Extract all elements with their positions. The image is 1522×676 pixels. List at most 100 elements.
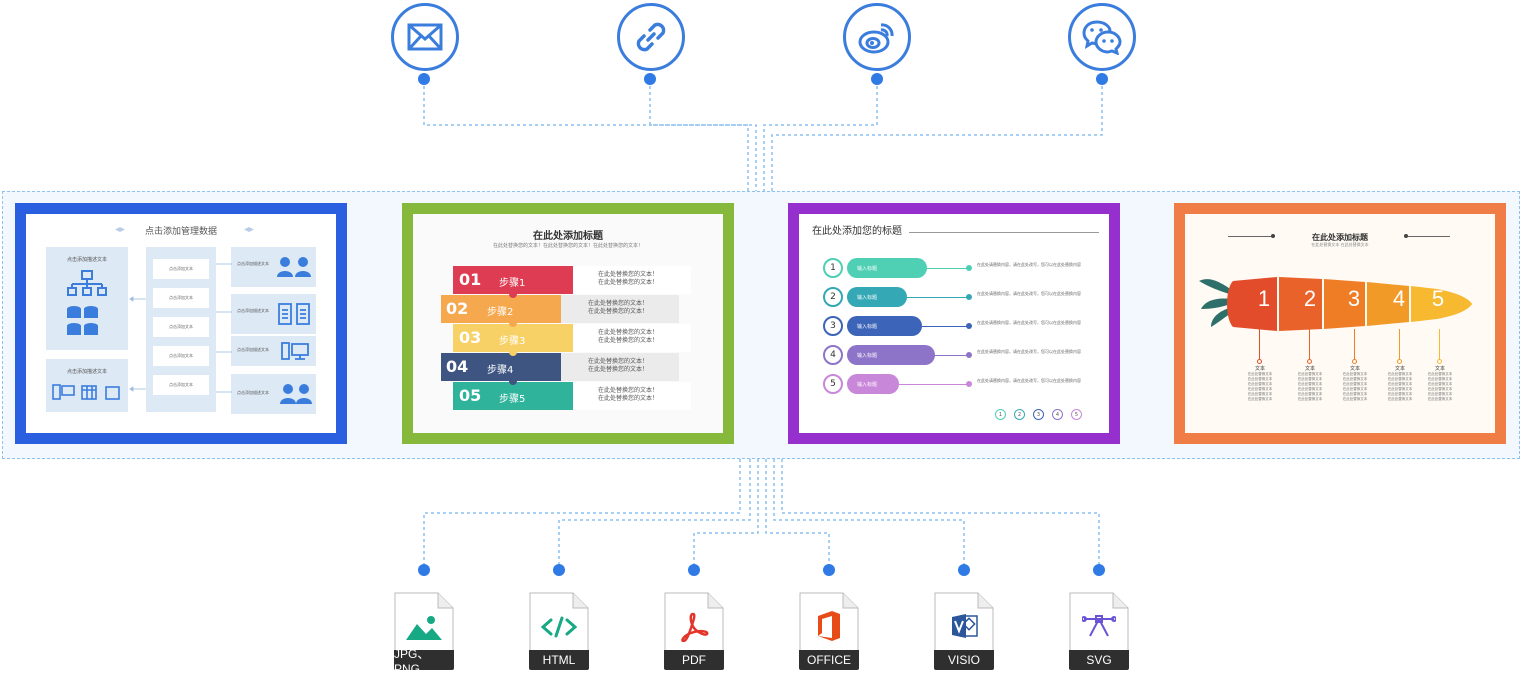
page-dot[interactable]: 1: [995, 409, 1006, 420]
step-number: 02: [446, 299, 469, 318]
text-column: 文本 在此处替换文本在此处替换文本在此处替换文本在此处替换文本在此处替换文本在此…: [1295, 329, 1325, 429]
page-dot[interactable]: 4: [1052, 409, 1063, 420]
item-pill: [847, 287, 907, 307]
left-box: 点击添加描述文本: [46, 247, 128, 350]
segment-number: 2: [1303, 286, 1317, 311]
item-pill: [847, 316, 922, 336]
item-label: 输入标题: [857, 353, 878, 359]
item-pill: [847, 258, 927, 278]
weibo-icon[interactable]: [843, 3, 911, 71]
computer-icon: [281, 342, 309, 360]
step-bar: [453, 324, 573, 352]
box-label: 点击添加描述文本: [237, 390, 269, 395]
template-card-orange[interactable]: 在此处添加标题 在此处替换文本 在此处替换文本 1 2 3 4 5 文本 在此处…: [1174, 203, 1506, 444]
user-card-icon: [277, 257, 311, 277]
step-text: 在此处替换您的文本！ 在此处替换您的文本！: [598, 271, 659, 286]
mail-icon[interactable]: [391, 3, 459, 71]
box-label: 点击添加描述文本: [66, 257, 107, 263]
template-card-blue[interactable]: 点击添加管理数据 点击添加描述文本 点击添加描述文本 点击添加文本 点击添加文本…: [15, 203, 347, 444]
export-label: HTML: [529, 650, 589, 670]
card-title: 在此处添加标题: [1312, 233, 1368, 242]
segment-number: 1: [1257, 286, 1271, 311]
item-number: 1: [823, 258, 843, 278]
export-jpg-png[interactable]: JPG、PNG: [394, 592, 454, 676]
page-dot[interactable]: 2: [1014, 409, 1025, 420]
item-label: 输入标题: [857, 266, 878, 272]
carrot-graphic: [1199, 277, 1472, 331]
step-number: 01: [459, 270, 482, 289]
right-box: 点击添加描述文本: [231, 374, 316, 414]
connector-dot: [644, 73, 656, 85]
puzzle-knob: [509, 377, 517, 385]
text-column: 文本 在此处替换文本在此处替换文本在此处替换文本在此处替换文本在此处替换文本在此…: [1385, 329, 1415, 429]
item-connector: [927, 268, 967, 269]
export-pdf[interactable]: PDF: [664, 592, 724, 670]
wechat-icon[interactable]: [1068, 3, 1136, 71]
office-icon: [818, 611, 840, 641]
segment-number: 5: [1431, 286, 1445, 311]
mid-item: 点击添加文本: [153, 259, 209, 279]
item-number: 5: [823, 374, 843, 394]
connector-dot: [418, 73, 430, 85]
box-label: 点击添加描述文本: [237, 261, 269, 266]
item-connector: [935, 355, 967, 356]
title-dot: [1404, 234, 1408, 238]
left-box: 点击添加描述文本: [46, 359, 128, 412]
export-label: OFFICE: [799, 650, 859, 670]
image-icon: [406, 616, 442, 640]
hierarchy-database-icon: [67, 270, 107, 335]
item-text: 在此处请替换内容，请在此处改写，您可以在此处替换内容: [977, 262, 1081, 267]
template-card-green[interactable]: 在此处添加标题 在此处替换您的文本！在此处替换您的文本！在此处替换您的文本！ 0…: [402, 203, 734, 444]
connector-dot: [958, 564, 970, 576]
template-card-purple[interactable]: 在此处添加您的标题 1 输入标题 在此处请替换内容，请在此处改写，您可以在此处替…: [788, 203, 1120, 444]
export-html[interactable]: HTML: [529, 592, 589, 670]
connector-dot: [1096, 73, 1108, 85]
title-rule: [1228, 236, 1273, 237]
card-title: 在此处添加标题: [533, 231, 603, 242]
puzzle-knob: [509, 348, 517, 356]
step-text: 在此处替换您的文本！ 在此处替换您的文本！: [598, 329, 659, 344]
step-bar: [453, 382, 573, 410]
title-dot: [1271, 234, 1275, 238]
item-pill: [847, 345, 935, 365]
step-text-box: [561, 353, 679, 381]
card-subtitle: 在此处替换您的文本！在此处替换您的文本！在此处替换您的文本！: [492, 243, 643, 249]
item-dot: [966, 265, 972, 271]
mid-item: 点击添加文本: [153, 346, 209, 366]
step-label: 步骤1: [499, 278, 526, 289]
link-icon[interactable]: [617, 3, 685, 71]
item-pill: [847, 374, 899, 394]
item-connector: [899, 384, 967, 385]
step-label: 步骤3: [499, 336, 526, 347]
export-label: PDF: [664, 650, 724, 670]
puzzle-knob: [509, 290, 517, 298]
step-label: 步骤4: [487, 365, 514, 376]
page-dot[interactable]: 5: [1071, 409, 1082, 420]
item-number: 2: [823, 287, 843, 307]
step-text-box: [573, 266, 691, 294]
export-label: SVG: [1069, 650, 1129, 670]
item-label: 输入标题: [857, 295, 878, 301]
step-text-box: [573, 324, 691, 352]
step-text: 在此处替换您的文本！ 在此处替换您的文本！: [598, 387, 659, 402]
diamond-icon: [115, 227, 125, 232]
box-label: 点击添加描述文本: [66, 369, 107, 375]
step-text: 在此处替换您的文本！ 在此处替换您的文本！: [588, 358, 649, 373]
diamond-icon: [244, 227, 254, 232]
export-office[interactable]: OFFICE: [799, 592, 859, 670]
step-number: 05: [459, 386, 482, 405]
item-dot: [966, 381, 972, 387]
export-svg[interactable]: SVG: [1069, 592, 1129, 670]
devices-icon: [52, 384, 120, 400]
connector-dot: [1093, 564, 1105, 576]
card-title: 点击添加管理数据: [144, 227, 217, 237]
item-dot: [966, 352, 972, 358]
team-icon: [280, 384, 312, 404]
right-box: 点击添加描述文本: [231, 294, 316, 334]
export-visio[interactable]: VISIO: [934, 592, 994, 670]
page-dot[interactable]: 3: [1033, 409, 1044, 420]
step-text: 在此处替换您的文本！ 在此处替换您的文本！: [588, 300, 649, 315]
segment-number: 3: [1347, 286, 1361, 311]
step-bar: [453, 266, 573, 294]
